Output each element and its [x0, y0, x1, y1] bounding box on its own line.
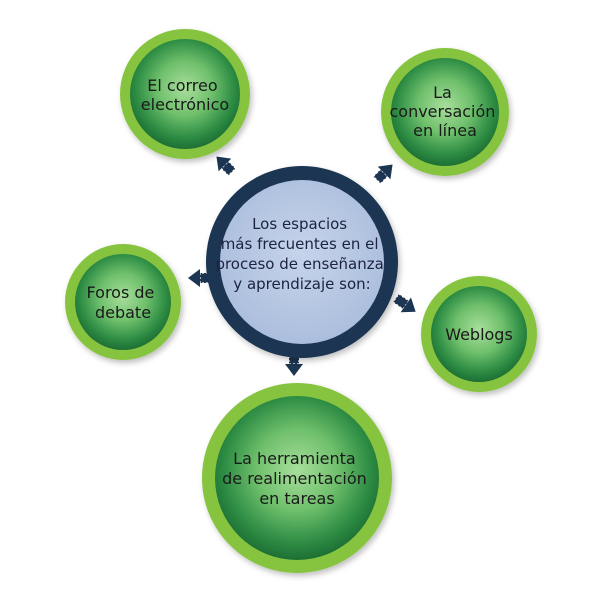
node-forums-label: Foros de debate — [87, 283, 160, 322]
node-email-disc — [130, 39, 240, 149]
hub-label: Los espacios más frecuentes en el proces… — [215, 215, 388, 293]
node-chat — [381, 48, 509, 176]
arrow-head — [216, 156, 232, 172]
arrow-head — [188, 269, 200, 287]
arrow-to-chat — [372, 164, 393, 185]
hub-disc — [220, 180, 384, 344]
node-weblogs-disc — [431, 286, 527, 382]
node-email-label: El correo electrónico — [141, 76, 229, 114]
hub — [206, 166, 398, 358]
node-forums-disc — [75, 254, 171, 350]
arrow-head — [377, 164, 393, 180]
arrow-to-weblogs — [392, 293, 416, 313]
node-chat-disc — [391, 58, 499, 166]
node-weblogs-label: Weblogs — [445, 325, 513, 344]
node-forums — [65, 244, 181, 360]
node-feedback-tool — [202, 383, 392, 573]
arrow-head — [285, 364, 303, 376]
node-feedback-tool-label: La herramienta de realimentación en tare… — [222, 449, 372, 508]
node-feedback-tool-disc — [215, 396, 379, 560]
node-weblogs — [421, 276, 537, 392]
node-chat-label: La conversación en línea — [389, 83, 500, 140]
arrow-to-forums — [188, 269, 213, 287]
arrow-head — [400, 297, 416, 313]
arrow-to-email — [216, 156, 237, 177]
node-email — [120, 29, 250, 159]
